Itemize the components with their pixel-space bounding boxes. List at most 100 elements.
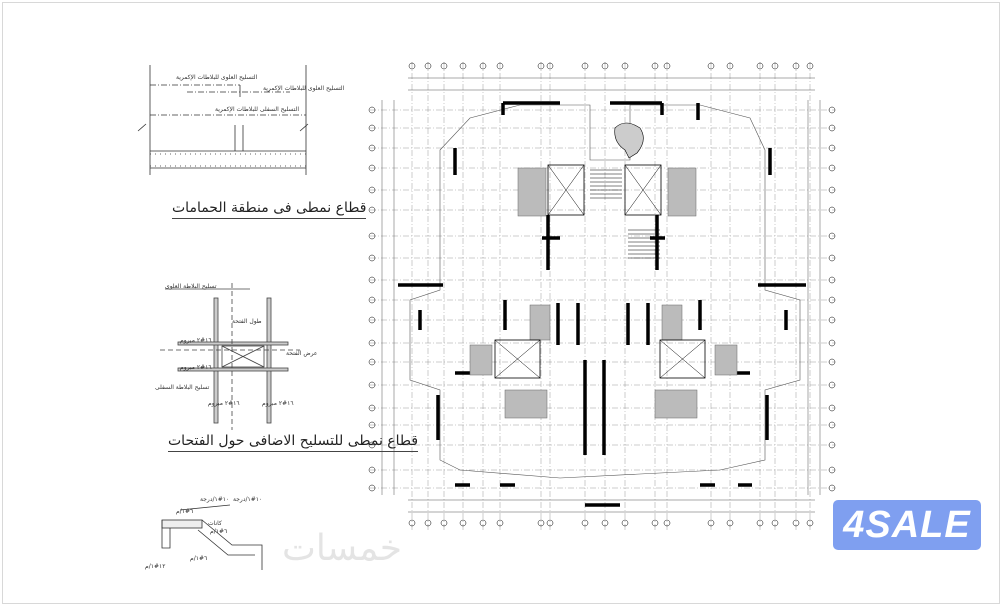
- grid-bubble: [663, 519, 671, 527]
- label: ١٦#٢ مبروم: [180, 337, 212, 344]
- label: عرض الفتحة: [286, 350, 318, 357]
- elevator-shaft: [494, 339, 541, 379]
- grid-bubble: [828, 206, 836, 214]
- label: التسليح السفلى للبلاطات الإكمرية: [215, 106, 299, 113]
- grid-bubble: [828, 381, 836, 389]
- grid-bubble: [368, 316, 376, 324]
- grid-bubble: [771, 519, 779, 527]
- grid-bubble: [828, 276, 836, 284]
- grid-bubble: [707, 62, 715, 70]
- shaft-cross: [547, 164, 585, 216]
- hatched-area: [661, 304, 683, 341]
- grid-bubble: [368, 421, 376, 429]
- grid-bubble: [546, 62, 554, 70]
- grid-bubble: [440, 519, 448, 527]
- grid-bubble: [707, 519, 715, 527]
- grid-bubble: [651, 62, 659, 70]
- label: التسليح العلوى للبلاطات الإكمرية: [263, 85, 345, 92]
- grid-bubble: [479, 62, 487, 70]
- stair-section-drawing: [161, 504, 263, 570]
- grid-bubble: [368, 276, 376, 284]
- label: ١٦#٢ مبروم: [208, 400, 240, 407]
- label: ١٠#١/درجة: [200, 496, 230, 503]
- grid-bubble: [408, 519, 416, 527]
- label: طول الفتحة: [232, 318, 262, 325]
- label: ٦#١/م: [190, 555, 208, 562]
- grid-bubble: [459, 62, 467, 70]
- grid-bubble: [424, 519, 432, 527]
- shaft-cross: [494, 339, 541, 379]
- grid-bubble: [651, 519, 659, 527]
- label: ١٠#١/درجة: [233, 496, 263, 503]
- grid-bubble: [828, 186, 836, 194]
- building-outline: [409, 104, 801, 479]
- grid-bubble: [408, 62, 416, 70]
- bathroom-section-title: قطاع نمطى فى منطقة الحمامات: [172, 200, 367, 219]
- grid-bubble: [459, 519, 467, 527]
- label: ٦#١/م: [176, 508, 194, 515]
- grid-bubble: [828, 358, 836, 366]
- grid-bubble: [828, 441, 836, 449]
- grid-bubble: [828, 404, 836, 412]
- grid-bubble: [368, 124, 376, 132]
- label: ١٦#٢ مبروم: [262, 400, 294, 407]
- label: ١٦#٢ مبروم: [180, 364, 212, 371]
- grid-bubble: [601, 62, 609, 70]
- grid-bubble: [368, 254, 376, 262]
- grid-bubble: [726, 519, 734, 527]
- hatched-area: [667, 167, 697, 217]
- elevator-shaft: [659, 339, 706, 379]
- watermark: خمسات: [282, 528, 403, 569]
- grid-bubble: [806, 62, 814, 70]
- grid-bubble: [828, 466, 836, 474]
- shaft-opening: [614, 122, 644, 159]
- grid-bubble: [368, 144, 376, 152]
- grid-bubble: [424, 62, 432, 70]
- label: تسليح البلاطة العلوى: [165, 283, 217, 290]
- grid-bubble: [792, 519, 800, 527]
- grid-bubble: [368, 358, 376, 366]
- grid-bubble: [726, 62, 734, 70]
- grid-bubble: [368, 339, 376, 347]
- grid-bubble: [601, 519, 609, 527]
- grid-bubble: [368, 232, 376, 240]
- grid-bubble: [828, 164, 836, 172]
- hatched-area: [714, 344, 738, 376]
- label: ٦#١/م: [210, 528, 228, 535]
- grid-bubble: [440, 62, 448, 70]
- label: ١٢#١/م: [145, 563, 166, 570]
- label: كانات: [208, 520, 222, 527]
- grid-bubble: [537, 519, 545, 527]
- grid-bubble: [756, 519, 764, 527]
- grid-bubble: [368, 404, 376, 412]
- grid-bubble: [828, 106, 836, 114]
- grid-bubble: [537, 62, 545, 70]
- shaft-cross: [624, 164, 662, 216]
- grid-bubble: [828, 421, 836, 429]
- grid-bubble: [756, 62, 764, 70]
- grid-bubble: [368, 106, 376, 114]
- grid-bubble: [771, 62, 779, 70]
- grid-bubble: [368, 164, 376, 172]
- grid-bubble: [546, 519, 554, 527]
- grid-bubble: [496, 62, 504, 70]
- grid-bubble: [368, 466, 376, 474]
- grid-bubble: [828, 144, 836, 152]
- bathroom-section-drawing: [137, 65, 309, 175]
- hatched-area: [469, 344, 493, 376]
- grid-bubble: [496, 519, 504, 527]
- grid-bubble: [368, 206, 376, 214]
- grid-bubble: [621, 62, 629, 70]
- floor-plan: [368, 62, 836, 530]
- shaft-cross: [659, 339, 706, 379]
- label: التسليح العلوى للبلاطات الإكمرية: [176, 74, 258, 81]
- grid-bubble: [806, 519, 814, 527]
- grid-bubble: [828, 339, 836, 347]
- grid-bubble: [828, 484, 836, 492]
- grid-bubble: [368, 296, 376, 304]
- hatched-area: [517, 167, 547, 217]
- grid-bubble: [479, 519, 487, 527]
- grid-bubble: [368, 441, 376, 449]
- grid-bubble: [581, 519, 589, 527]
- hatched-area: [529, 304, 551, 341]
